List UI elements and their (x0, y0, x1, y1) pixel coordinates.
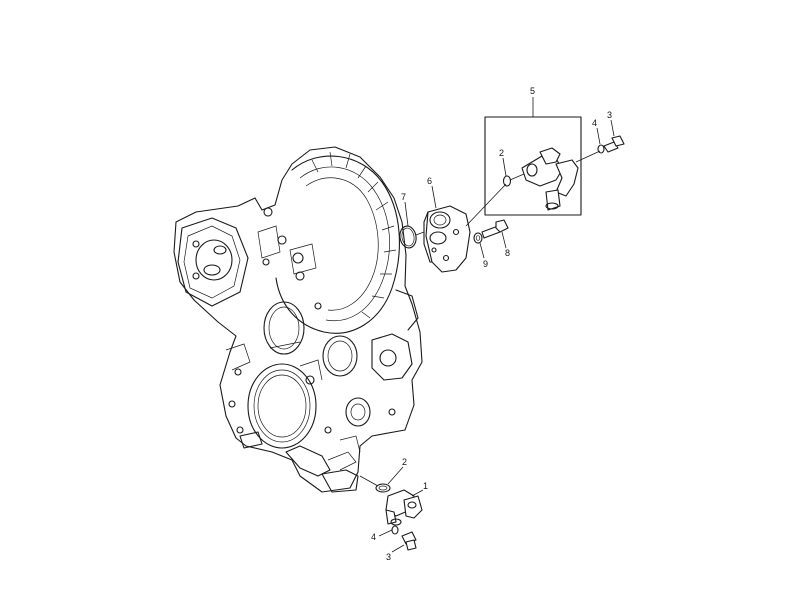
sensor-assembly-5 (484, 116, 625, 216)
bolt-3-lower (401, 531, 417, 551)
callout-9: 9 (483, 259, 488, 269)
callout-5: 5 (530, 86, 535, 96)
callout-2-upper: 2 (499, 148, 504, 158)
callout-1: 1 (423, 481, 428, 491)
washer-9 (473, 232, 483, 244)
callout-7: 7 (401, 192, 406, 202)
callout-6: 6 (427, 176, 432, 186)
o-ring-7 (399, 225, 417, 249)
callout-8: 8 (505, 248, 510, 258)
callout-3-lower: 3 (386, 552, 391, 562)
assembly-centerlines (359, 150, 601, 487)
callout-labels: 5 3 4 2 6 7 9 8 2 1 4 3 (371, 86, 612, 562)
adapter-plate-6 (423, 205, 471, 273)
front-gear-cover (173, 146, 423, 493)
callout-4-upper: 4 (592, 118, 597, 128)
callout-4-lower: 4 (371, 532, 376, 542)
bolt-8 (481, 219, 509, 239)
leader-lines (378, 97, 615, 553)
sensor-1 (375, 483, 423, 526)
washer-4-lower (391, 525, 399, 535)
callout-3-upper: 3 (607, 110, 612, 120)
callout-2-lower: 2 (402, 457, 407, 467)
